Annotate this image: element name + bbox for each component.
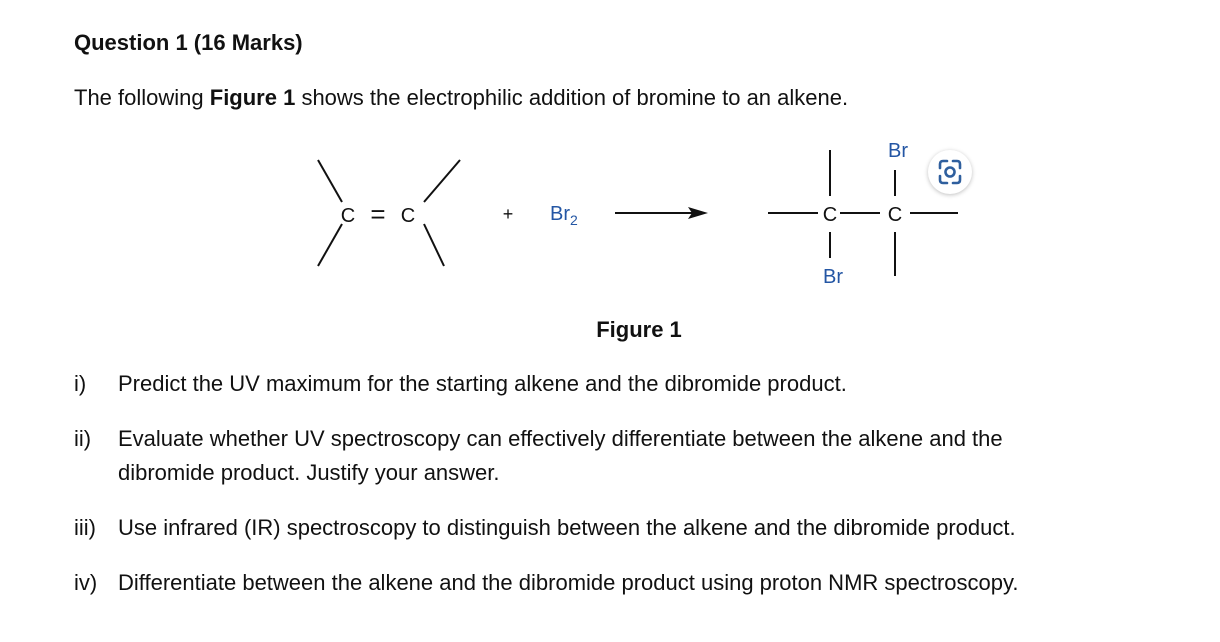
product-bonds xyxy=(768,150,958,276)
product-bromine-bottom: Br xyxy=(823,266,843,288)
product-carbon-right: C xyxy=(888,204,902,226)
intro-prefix: The following xyxy=(74,85,210,110)
alkene-carbon-left: C xyxy=(341,205,355,227)
figure-caption: Figure 1 xyxy=(596,317,682,342)
arrow-head xyxy=(688,207,708,219)
item-text: Differentiate between the alkene and the… xyxy=(118,570,1019,595)
bromine-reagent: Br2 xyxy=(550,203,578,228)
plus-sign: + xyxy=(503,204,514,224)
reactant-alkene xyxy=(317,159,461,267)
alkene-bond-upper-left xyxy=(317,159,343,203)
item-text: Use infrared (IR) spectroscopy to distin… xyxy=(118,515,1016,540)
alkene-carbon-right: C xyxy=(401,205,415,227)
visual-search-button[interactable] xyxy=(928,150,972,194)
lens-icon xyxy=(938,159,962,185)
intro-suffix: shows the electrophilic addition of brom… xyxy=(295,85,849,110)
alkene-double-bond: = xyxy=(370,199,385,229)
item-text: Predict the UV maximum for the starting … xyxy=(118,371,847,396)
question-heading: Question 1 (16 Marks) xyxy=(74,30,303,55)
item-text-continued: dibromide product. Justify your answer. xyxy=(118,460,500,485)
item-text: Evaluate whether UV spectroscopy can eff… xyxy=(118,426,1003,451)
product-carbon-left: C xyxy=(823,204,837,226)
item-number: iii) xyxy=(74,515,96,540)
alkene-bond-lower-left xyxy=(317,223,343,267)
item-number: iv) xyxy=(74,570,98,595)
alkene-bond-lower-right xyxy=(423,223,445,267)
alkene-bond-upper-right xyxy=(423,159,461,203)
item-number: ii) xyxy=(74,426,92,451)
item-number: i) xyxy=(74,371,87,396)
bromine-symbol: Br xyxy=(550,203,570,225)
intro-figure-ref: Figure 1 xyxy=(209,85,296,110)
reaction-arrow xyxy=(615,207,708,219)
intro-text: The following Figure 1 shows the electro… xyxy=(74,85,848,111)
bromine-subscript: 2 xyxy=(570,212,578,228)
product-bromine-top: Br xyxy=(888,140,908,162)
